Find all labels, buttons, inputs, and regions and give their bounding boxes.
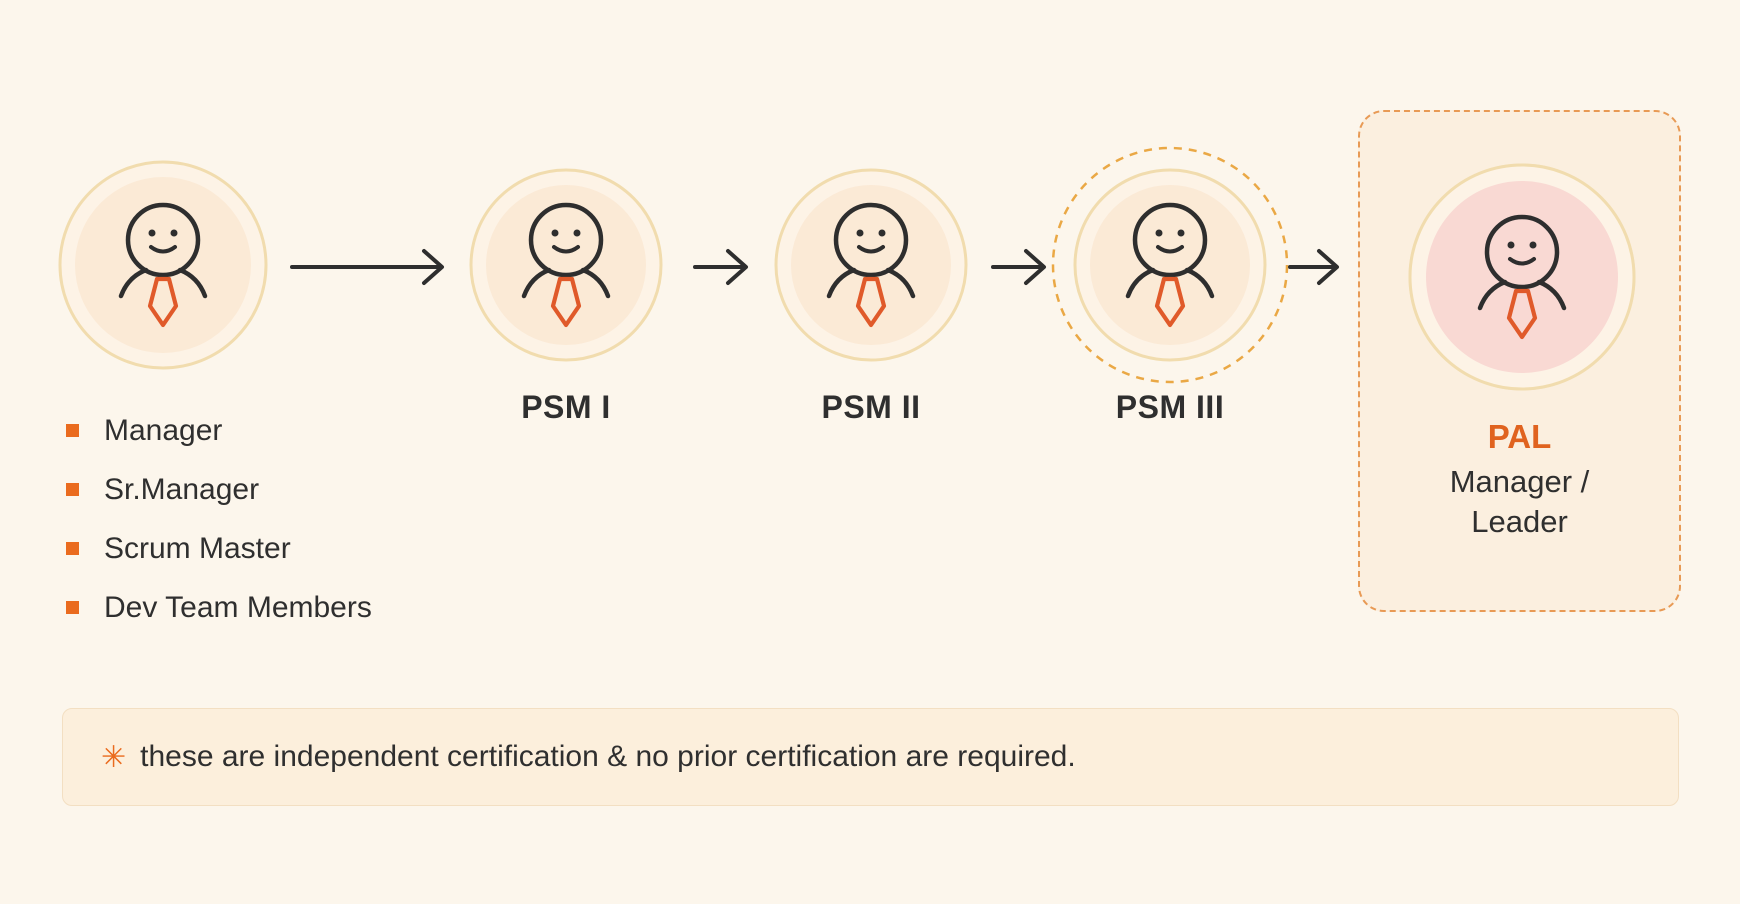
role-label: Scrum Master (104, 531, 291, 565)
psm3-person-node (1051, 146, 1289, 384)
list-item: Dev Team Members (66, 578, 372, 637)
arrow-right-icon (290, 249, 444, 285)
role-label: Manager (104, 413, 223, 447)
role-label: Sr.Manager (104, 472, 260, 506)
arrow-right-icon (991, 249, 1046, 285)
asterisk-icon: ✳ (101, 740, 127, 774)
list-item: Scrum Master (66, 519, 372, 578)
square-bullet-icon (66, 601, 79, 614)
list-item: Sr.Manager (66, 460, 372, 519)
psm3-label: PSM III (1115, 389, 1225, 425)
pal-subtitle: Manager / Leader (1398, 462, 1641, 542)
pal-person-icon-group (1408, 163, 1636, 391)
pal-title: PAL (1487, 418, 1552, 455)
list-item: Manager (66, 401, 372, 460)
pal-subtitle-line1: Manager / (1449, 464, 1590, 499)
arrow-right-icon (693, 249, 748, 285)
note-banner: ✳ these are independent certification & … (62, 708, 1679, 806)
arrow-right-icon (1288, 249, 1339, 285)
psm2-person-node (774, 168, 968, 362)
psm1-label: PSM I (521, 389, 611, 425)
note-text: these are independent certification & no… (140, 740, 1076, 773)
psm1-person-node (469, 168, 663, 362)
pal-subtitle-line2: Leader (1471, 504, 1568, 539)
role-label: Dev Team Members (104, 590, 372, 624)
roles-person-node (58, 160, 268, 370)
square-bullet-icon (66, 542, 79, 555)
square-bullet-icon (66, 424, 79, 437)
square-bullet-icon (66, 483, 79, 496)
role-list: Manager Sr.Manager Scrum Master Dev Team… (66, 401, 372, 637)
psm2-label: PSM II (821, 389, 921, 425)
